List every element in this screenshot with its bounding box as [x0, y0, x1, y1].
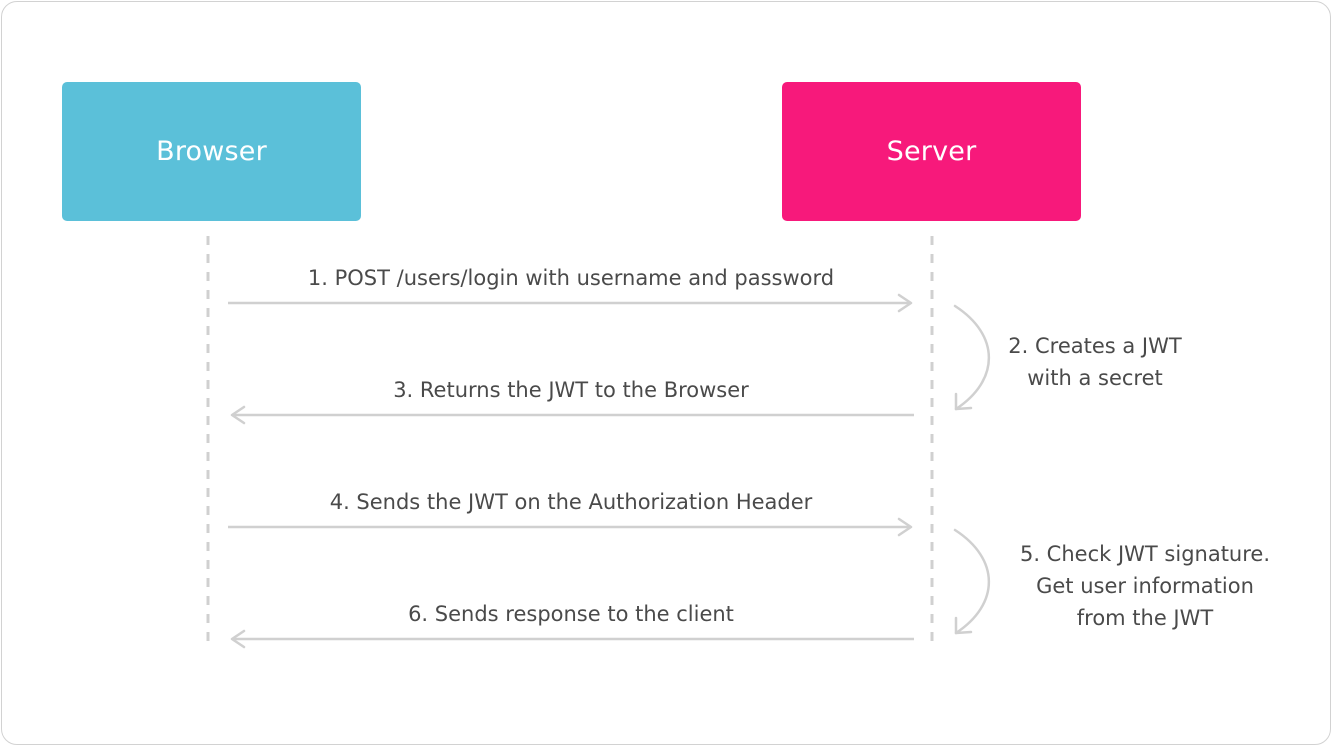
self-arrow-5 — [953, 528, 990, 635]
server-actor-label: Server — [886, 136, 977, 167]
message-label-3: 3. Returns the JWT to the Browser — [393, 378, 749, 402]
note-label-5: 5. Check JWT signature. Get user informa… — [1019, 542, 1271, 630]
self-arrow-2 — [953, 304, 990, 411]
message-label-6: 6. Sends response to the client — [408, 602, 734, 626]
message-label-4: 4. Sends the JWT on the Authorization He… — [329, 490, 813, 514]
message-arrow-1 — [228, 293, 913, 313]
browser-actor-box: Browser — [62, 82, 361, 221]
note-label-2: 2. Creates a JWT with a secret — [1008, 334, 1182, 390]
browser-actor-label: Browser — [156, 136, 267, 167]
message-arrow-6 — [230, 629, 914, 649]
server-actor-box: Server — [782, 82, 1081, 221]
message-label-1: 1. POST /users/login with username and p… — [307, 266, 835, 290]
message-arrow-4 — [228, 517, 913, 537]
message-arrow-3 — [230, 405, 914, 425]
